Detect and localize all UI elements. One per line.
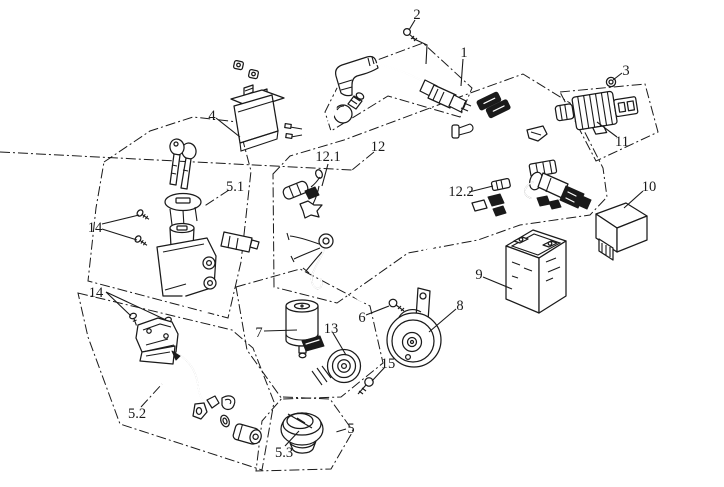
part-1-spark-plug-cap	[333, 55, 472, 124]
keys	[169, 138, 197, 190]
label-15: 15	[381, 356, 396, 372]
part-5-2-seat-lock	[135, 317, 262, 445]
outline-regulator-group	[559, 83, 659, 162]
part-11-regulator	[554, 90, 639, 135]
latch-parts	[192, 395, 262, 445]
outline-spark-plug-group	[324, 42, 473, 132]
part-5-1-key-switch	[156, 138, 260, 315]
label-12: 12	[371, 139, 386, 155]
label-5: 5	[347, 421, 354, 437]
part-10-cdi-unit	[595, 202, 648, 261]
label-12-2: 12.2	[448, 184, 473, 200]
label-11: 11	[615, 134, 629, 150]
label-14-a: 14	[88, 220, 103, 236]
label-2: 2	[413, 7, 420, 23]
outline-cap-group	[255, 396, 354, 472]
part-5-3-keyhole-cover	[280, 412, 324, 454]
label-8: 8	[456, 298, 463, 314]
part-4-ignition-coil	[230, 60, 338, 152]
spark-plug-bulb	[333, 92, 365, 124]
harness-top-connectors	[476, 91, 511, 119]
lock-ring	[164, 192, 202, 228]
label-6: 6	[358, 310, 365, 326]
label-13: 13	[324, 321, 339, 337]
outline-seat-lock-group	[77, 292, 275, 471]
harness-fork-terminal	[451, 123, 474, 139]
label-9: 9	[475, 267, 482, 283]
part-6-bolt	[388, 298, 405, 312]
label-7: 7	[255, 325, 262, 341]
part-labels: 2 1 3 4 11 12 12.1 12.2 10 5.1 14 14 9 8…	[88, 7, 657, 461]
leader-lines	[101, 19, 644, 447]
label-3: 3	[622, 63, 629, 79]
label-10: 10	[642, 179, 657, 195]
outline-key-switch-group	[87, 116, 252, 319]
harness-branch-connectors-left	[286, 232, 334, 290]
label-5-2: 5.2	[128, 406, 146, 422]
label-5-3: 5.3	[275, 445, 293, 461]
label-1: 1	[460, 45, 467, 61]
part-12-1-connector-cluster	[282, 169, 323, 219]
part-9-battery	[505, 229, 567, 314]
harness-right-connectors	[524, 159, 592, 210]
switch-body	[156, 237, 217, 297]
part-12-wire-harness	[282, 91, 592, 304]
cable-arrowhead	[171, 350, 181, 361]
part-12-2-connector	[471, 177, 511, 217]
label-5-1: 5.1	[226, 179, 244, 195]
label-14-b: 14	[89, 285, 104, 301]
part-8-horn	[386, 287, 442, 368]
label-12-1: 12.1	[315, 149, 340, 165]
part-13-sensor	[281, 335, 362, 391]
part-15-bolt	[357, 377, 374, 395]
outline-harness-group	[272, 73, 608, 304]
label-4: 4	[208, 108, 216, 124]
